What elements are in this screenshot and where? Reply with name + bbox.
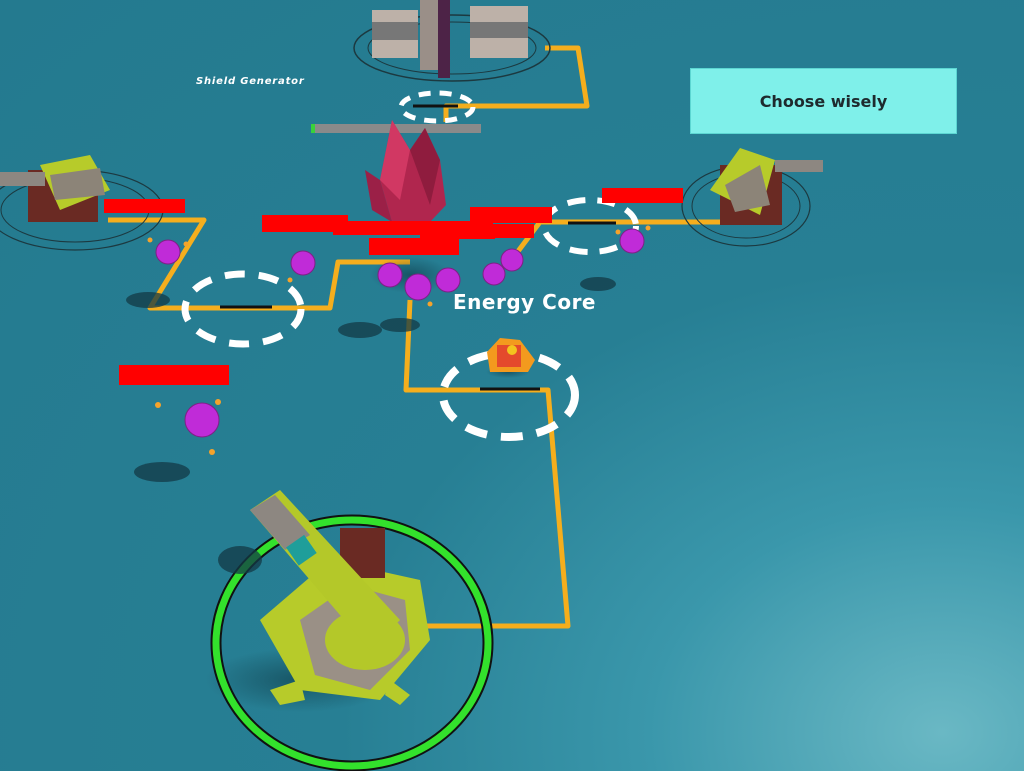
enemy-shadows [126, 277, 616, 574]
enemy-virus-icon [155, 228, 645, 438]
build-slot-ring-left[interactable] [181, 270, 305, 348]
shield-generator-label: Shield Generator [196, 76, 305, 87]
hud-message: Choose wisely [759, 91, 888, 111]
enemy-tower-left [0, 155, 164, 251]
energy-core-label: Energy Core [453, 290, 596, 314]
hud-message-panel: Choose wisely [690, 68, 957, 134]
robot-icon[interactable] [486, 338, 535, 378]
build-slot-ring-top[interactable] [398, 90, 476, 124]
enemy-spikes [147, 225, 651, 455]
enemy-health-bars [104, 188, 683, 385]
build-slot-ring-right[interactable] [541, 197, 639, 255]
enemy-tower-right [681, 148, 823, 247]
shield-generator[interactable] [353, 0, 551, 82]
turret-icon[interactable] [205, 490, 494, 771]
crystal-icon [365, 120, 450, 293]
